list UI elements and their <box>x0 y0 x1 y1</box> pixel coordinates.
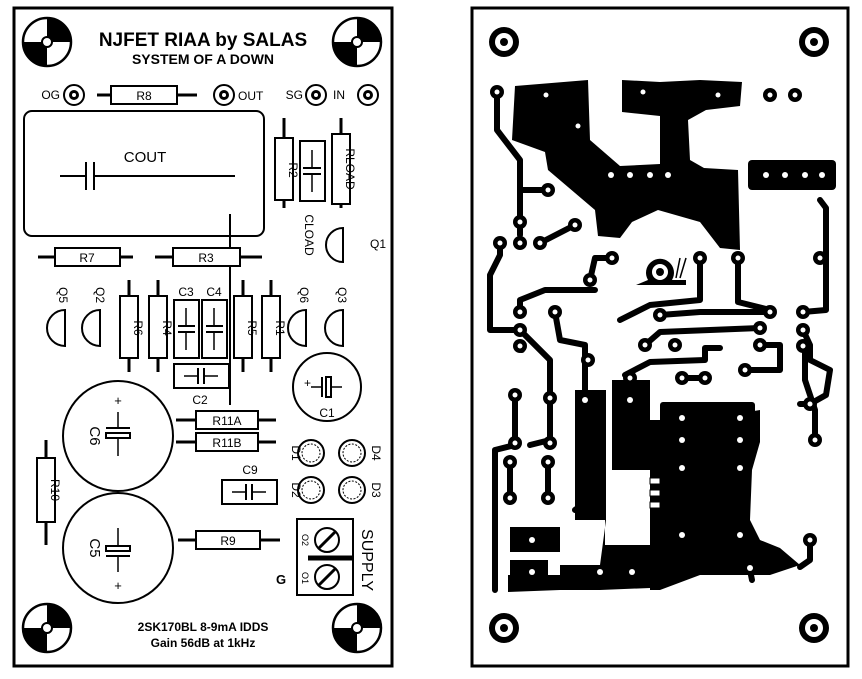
svg-text:R11A: R11A <box>212 414 241 428</box>
capacitor-c6: + C6 <box>62 380 174 492</box>
pad-in <box>357 84 379 106</box>
svg-text:Q5: Q5 <box>56 287 70 303</box>
pad-label-out: OUT <box>238 89 264 103</box>
pad-out <box>213 84 235 106</box>
svg-text:+: + <box>114 578 122 593</box>
label-c9: C9 <box>242 463 258 477</box>
snail-logo <box>636 257 687 285</box>
transistor-q5: Q5 <box>46 287 70 348</box>
svg-text:+: + <box>114 393 122 408</box>
resistor-r5: R5 <box>233 295 259 359</box>
svg-text:Q2: Q2 <box>93 287 107 303</box>
svg-text:D4: D4 <box>369 445 383 461</box>
led-d1: D1 <box>289 439 325 467</box>
svg-text:C6: C6 <box>86 426 103 445</box>
pad-og <box>63 84 85 106</box>
svg-text:R5: R5 <box>245 320 259 336</box>
mount-hole-bottom-left <box>21 602 73 654</box>
resistor-r11a: R11A <box>195 410 259 430</box>
copper-mount-hole-bl <box>489 613 519 643</box>
supply-label: SUPPLY <box>358 529 375 591</box>
pad-label-og: OG <box>41 88 60 102</box>
capacitor-c2: C2 <box>173 363 230 407</box>
copper-mount-hole-br <box>799 613 829 643</box>
svg-text:C5: C5 <box>86 538 103 557</box>
copper-mount-hole-tr <box>799 27 829 57</box>
svg-text:R3: R3 <box>198 251 214 265</box>
led-d2: D2 <box>289 476 325 504</box>
svg-text:R1: R1 <box>273 320 287 336</box>
transistor-q1: Q1 <box>325 226 386 264</box>
mount-hole-top-left <box>21 16 73 68</box>
svg-text:C1: C1 <box>319 406 335 420</box>
resistor-r3: R3 <box>172 247 241 267</box>
svg-text:D2: D2 <box>289 482 303 498</box>
resistor-r4: R4 <box>148 295 174 359</box>
footer-gain-note: Gain 56dB at 1kHz <box>151 636 256 650</box>
board-title: NJFET RIAA by SALAS <box>99 30 307 51</box>
label-c3: C3 <box>178 285 194 299</box>
svg-text:R8: R8 <box>136 89 152 103</box>
resistor-r8: R8 <box>110 85 178 105</box>
pad-label-sg: SG <box>286 88 303 102</box>
svg-text:D1: D1 <box>289 445 303 461</box>
pad-label-in: IN <box>333 88 345 102</box>
svg-text:+: + <box>304 376 311 390</box>
mount-hole-top-right <box>331 16 383 68</box>
capacitor-c3 <box>173 299 200 359</box>
transistor-q6: Q6 <box>287 287 311 348</box>
svg-text:D3: D3 <box>369 482 383 498</box>
led-d4: D4 <box>338 439 383 467</box>
copper-pours <box>508 80 836 592</box>
supply-terminal-block: O2 O1 <box>296 518 354 596</box>
resistor-r7: R7 <box>54 247 121 267</box>
footer-jfet-note: 2SK170BL 8-9mA IDDS <box>138 620 269 634</box>
svg-text:O1: O1 <box>300 572 310 584</box>
copper-pads <box>490 85 827 575</box>
resistor-r6: R6 <box>119 295 145 359</box>
capacitor-c5: + C5 <box>62 492 174 604</box>
svg-text:R6: R6 <box>131 320 145 336</box>
svg-text:Q6: Q6 <box>297 287 311 303</box>
copper-mount-hole-tl <box>489 27 519 57</box>
svg-text:Q1: Q1 <box>370 237 386 251</box>
mount-hole-bottom-right <box>331 602 383 654</box>
resistor-r10: R10 <box>36 457 62 523</box>
svg-text:CLOAD: CLOAD <box>302 214 316 256</box>
silkscreen-board: NJFET RIAA by SALAS SYSTEM OF A DOWN OG … <box>12 6 394 668</box>
transistor-q2: Q2 <box>81 287 107 348</box>
svg-text:Q3: Q3 <box>335 287 349 303</box>
svg-text:O2: O2 <box>300 534 310 546</box>
svg-text:COUT: COUT <box>124 149 167 166</box>
resistor-r2: R2 <box>274 137 300 201</box>
label-c4: C4 <box>206 285 222 299</box>
board-subtitle: SYSTEM OF A DOWN <box>132 51 274 67</box>
resistor-r9: R9 <box>195 530 261 550</box>
capacitor-c9 <box>221 479 278 505</box>
capacitor-c1: + C1 <box>292 352 362 422</box>
resistor-r1: R1 <box>261 295 287 359</box>
ground-label: G <box>276 572 286 587</box>
capacitor-c4 <box>201 299 228 359</box>
svg-text:R2: R2 <box>286 162 300 178</box>
resistor-r11b: R11B <box>195 432 259 452</box>
svg-text:R4: R4 <box>160 320 174 336</box>
resistor-rload: RLOAD <box>331 133 357 205</box>
svg-text:R11B: R11B <box>212 436 241 450</box>
copper-pin-strip <box>649 477 661 509</box>
transistor-q3: Q3 <box>324 287 349 348</box>
svg-text:C2: C2 <box>192 393 208 407</box>
copper-board <box>470 6 850 668</box>
svg-text:R9: R9 <box>220 534 236 548</box>
led-d3: D3 <box>338 476 383 504</box>
capacitor-cload: CLOAD <box>299 140 326 256</box>
pad-sg <box>305 84 327 106</box>
svg-text:R10: R10 <box>48 479 62 501</box>
svg-text:RLOAD: RLOAD <box>343 148 357 190</box>
svg-text:R7: R7 <box>79 251 95 265</box>
capacitor-cout: COUT <box>23 110 265 237</box>
